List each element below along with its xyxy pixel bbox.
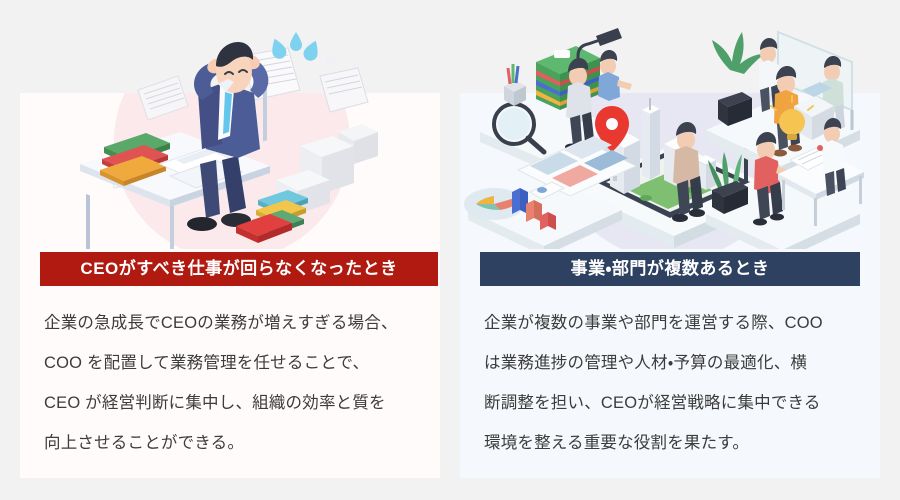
stressed-businessman-figure [187,42,269,231]
banner-ceo-overload: CEOがすべき仕事が回らなくなったとき [40,252,438,286]
standing-person-beige-figure [672,122,705,222]
map-pin-icon [595,106,629,152]
snake-plant-icon [708,152,748,214]
sitting-person-blue-figure [598,50,632,101]
body-line: CEO が経営判断に集中し、組織の効率と質を [44,394,386,412]
body-copy-ceo-overload: 企業の急成長でCEOの業務が増えすぎる場合、 COO を配置して業務管理を任せる… [44,303,438,463]
book-stack-icon [100,133,170,186]
sweat-drops-icon [272,32,318,61]
floor-book-stack-icon [236,190,308,243]
person-standing-white-shirt-figure [759,38,781,112]
body-line: 環境を整える重要な役割を果たす。 [484,434,750,452]
pen-cup-icon [504,64,526,106]
person-lab-coat-figure [817,118,846,196]
cardboard-boxes-icon [276,54,378,214]
person-red-shirt-figure [753,132,796,226]
isometric-business-platforms-illustration [460,14,880,249]
dashboard-sheet-icon [516,136,638,197]
body-line: COO を配置して業務管理を任せることで、 [44,354,370,372]
bar-chart-icon [512,188,556,230]
body-line: 企業の急成長でCEOの業務が増えすぎる場合、 [44,314,398,332]
potted-palm-icon [712,32,764,126]
lightbulb-icon [770,95,814,140]
desk-lamp-icon [576,28,622,96]
body-line: 企業が複数の事業や部門を運営する際、COO [484,314,823,332]
body-copy-multiple-divisions: 企業が複数の事業や部門を運営する際、COO は業務進捗の管理や人材・予算の最適化… [484,303,878,463]
banner-multiple-divisions: 事業・部門が複数あるとき [480,252,860,286]
body-line: 向上させることができる。 [44,434,245,452]
stressed-businessman-at-desk-illustration [20,14,440,249]
standing-person-grey-figure [565,58,594,151]
body-line: 断調整を担い、CEOが経営戦略に集中できる [484,394,821,412]
document-card-icon [528,181,566,200]
pie-chart-icon [464,188,524,220]
body-line: は業務進捗の管理や人材・予算の最適化、横 [484,354,808,372]
